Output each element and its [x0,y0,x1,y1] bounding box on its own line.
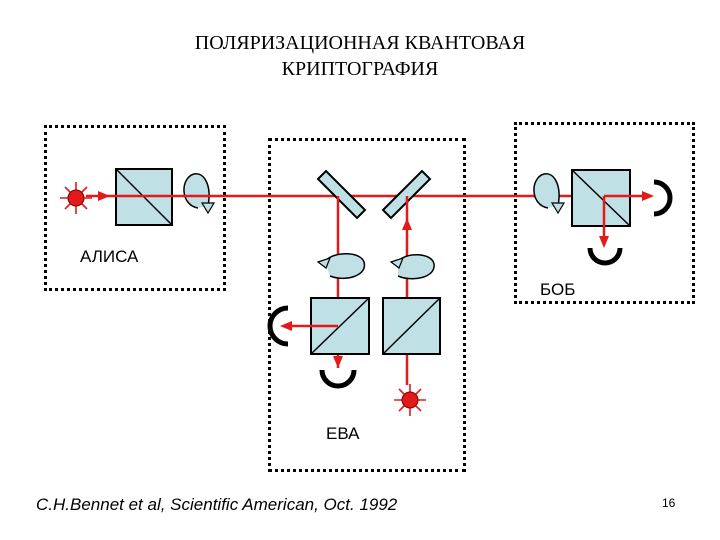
eve-detector-left-icon [267,305,289,347]
slide-title: ПОЛЯРИЗАЦИОННАЯ КВАНТОВАЯ КРИПТОГРАФИЯ [0,30,720,82]
bob-detector-bottom-icon [587,247,623,266]
bob-label: БОБ [540,280,576,299]
eve-mirror-2 [381,169,432,220]
bob-detector-right-icon [653,179,673,217]
alice-photon-source-icon [60,182,92,214]
citation: C.H.Bennet et al, Scientific American, O… [36,495,398,514]
eve-detector-bottom-icon [319,369,357,389]
alice-box [44,125,226,291]
page-number: 16 [662,496,676,510]
eve-rotation-arrow-left-icon [316,253,366,280]
alice-label: АЛИСА [80,247,139,266]
eve-box [268,138,466,472]
bob-rotation-arrow-icon [533,173,566,215]
bob-polarizer-prism [571,169,631,227]
eve-mirror-1 [316,169,367,220]
title-line-1: ПОЛЯРИЗАЦИОННАЯ КВАНТОВАЯ [194,32,526,54]
bob-box [514,122,695,304]
eve-label: ЕВА [326,424,360,443]
title-line-2: КРИПТОГРАФИЯ [281,58,439,80]
eve-source-prism [382,297,441,355]
eve-rotation-arrow-right-icon [389,254,435,280]
alice-rotation-arrow-icon [183,173,216,215]
eve-photon-source-icon [394,384,426,416]
